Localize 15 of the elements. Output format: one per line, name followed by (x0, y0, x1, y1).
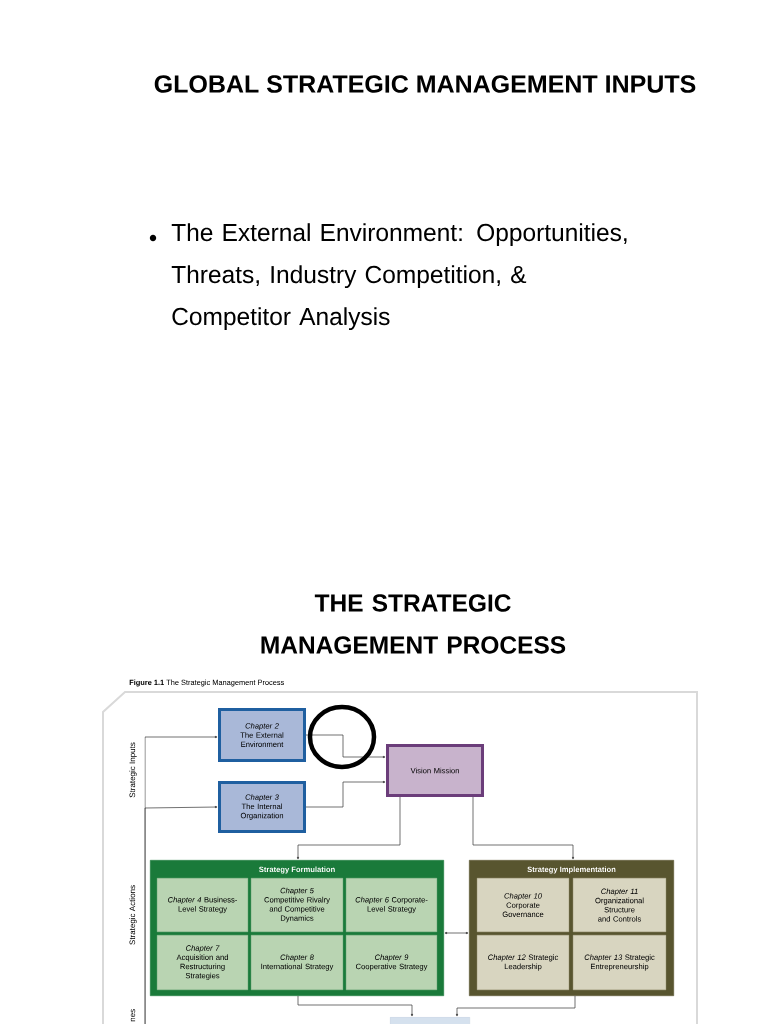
arrow (297, 995, 414, 1017)
side-label: nes (130, 1009, 136, 1022)
bullet-text: The External Environment: Opportunities, Threats, Industry Competition, & Competitor Analysis (171, 223, 627, 331)
arrow (144, 805, 218, 1024)
title: GLOBAL STRATEGIC MANAGEMENT INPUTS (154, 75, 696, 93)
arrow (455, 995, 576, 1017)
arrow (472, 796, 575, 860)
arrow (305, 780, 386, 808)
side-label: Strategic Actions (129, 885, 137, 945)
arrow (305, 734, 386, 759)
side-label: Strategic Inputs (129, 742, 137, 798)
box-shape (390, 1017, 470, 1024)
arrow (296, 796, 401, 860)
arrow (444, 931, 469, 935)
heading: THE STRATEGIC MANAGEMENT PROCESS (261, 594, 566, 654)
